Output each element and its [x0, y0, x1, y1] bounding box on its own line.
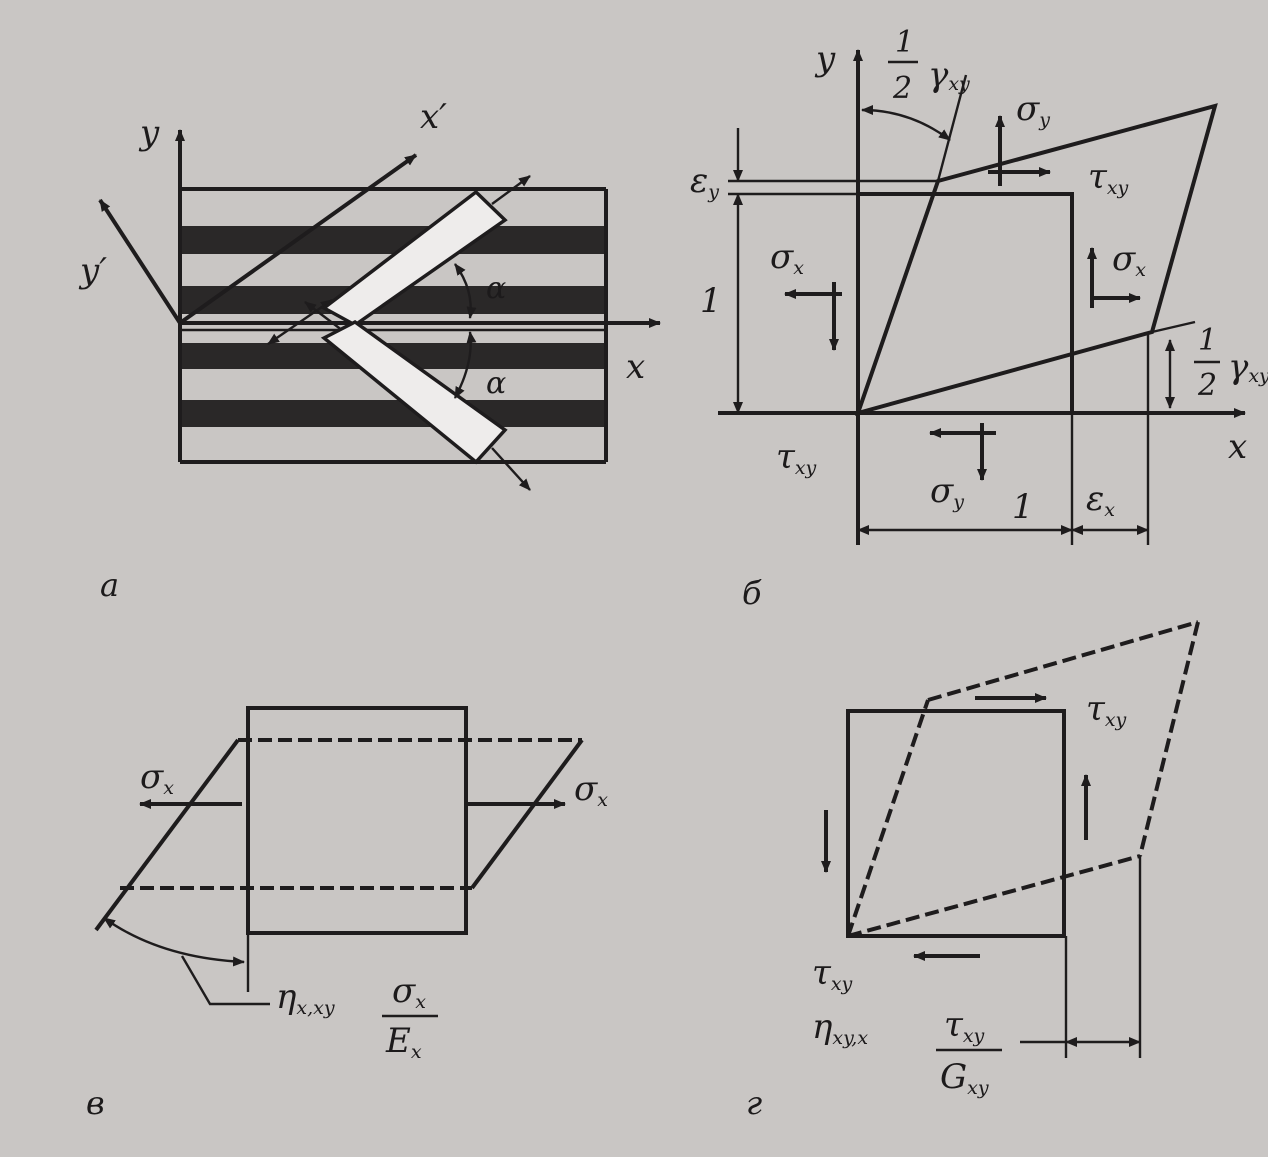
fiber-band	[180, 226, 606, 254]
deformed-element	[854, 103, 1218, 416]
deformed-edge	[927, 620, 1199, 702]
deformed-edge	[470, 738, 584, 890]
label-x-prime: x′	[420, 97, 447, 137]
label-x: x	[1228, 427, 1247, 467]
tau-label-bottom: τxy	[776, 437, 817, 479]
gamma-label: γxy	[928, 55, 970, 95]
sigma-y-label-bottom: σy	[930, 471, 964, 513]
frac-numerator: σx	[392, 971, 426, 1013]
eta-label: ηx,xy	[276, 977, 335, 1019]
label-alpha-upper: α	[486, 271, 506, 306]
epsilon-y-label: εy	[690, 161, 719, 203]
axis-x-prime	[178, 153, 418, 325]
panel-d: τxy τxy ηxy,x τxy Gxy г	[746, 620, 1200, 1122]
caption-b: б	[742, 574, 762, 612]
fiber-direction-arrow	[267, 299, 333, 345]
inclined-strip	[320, 189, 508, 328]
strip-arrow	[491, 447, 531, 491]
panel-b: y x 1 2 γxy σy τxy εy σx σx 1 1 2 γxy τx…	[690, 25, 1268, 612]
angle-arc-lower	[453, 331, 477, 399]
caption-a: а	[100, 566, 119, 604]
frac-numerator: τxy	[944, 1005, 985, 1047]
eta-leader	[180, 955, 270, 1006]
sigma-x-label-right: σx	[1112, 239, 1146, 281]
panel-c: σx σx ηx,xy σx Ex в	[86, 706, 608, 1122]
axis-y-prime	[98, 198, 182, 325]
deformed-edge	[846, 699, 930, 937]
tau-label-top: τxy	[1086, 689, 1127, 731]
gamma-frac-num: 1	[895, 25, 914, 60]
label-y: y	[814, 39, 836, 79]
label-x: x	[626, 347, 645, 387]
label-y-prime: y′	[78, 251, 107, 291]
unit-square	[846, 709, 1066, 938]
gamma-frac-den: 2	[892, 71, 912, 106]
gamma-arc-top	[861, 105, 951, 141]
label-y: y	[138, 113, 160, 153]
inclined-strip	[320, 319, 508, 465]
fiber-band	[180, 400, 606, 427]
frac-denominator: Ex	[385, 1021, 422, 1063]
gamma-half-den: 2	[1197, 368, 1217, 403]
unit-square	[856, 192, 1074, 415]
angle-arc-upper	[454, 263, 477, 319]
eta-label: ηxy,x	[812, 1007, 868, 1049]
eta-arc	[103, 917, 245, 967]
label-alpha-lower: α	[486, 366, 506, 401]
deformed-edge	[1138, 621, 1200, 857]
unit-horizontal-label: 1	[1012, 487, 1034, 527]
sigma-label-right: σx	[574, 769, 608, 811]
unit-vertical-label: 1	[700, 281, 722, 321]
caption-c: в	[86, 1084, 105, 1122]
caption-d: г	[746, 1084, 762, 1122]
tau-label-top: τxy	[1088, 157, 1129, 199]
unit-square	[246, 706, 468, 935]
gamma-label-right: γxy	[1228, 347, 1268, 387]
gamma-ref-line	[936, 74, 968, 182]
deformed-edge	[94, 738, 240, 932]
deformed-edge	[847, 854, 1141, 938]
panel-a: y x′ y′ x α α а	[78, 97, 661, 604]
gamma-half-num: 1	[1198, 323, 1217, 358]
frac-denominator: Gxy	[940, 1057, 989, 1099]
sigma-y-label-top: σy	[1016, 89, 1050, 131]
gamma-ref-line	[1151, 320, 1196, 334]
strip-arrow	[491, 175, 531, 205]
sigma-x-label-left: σx	[770, 237, 804, 279]
sigma-label-left: σx	[140, 757, 174, 799]
epsilon-x-label: εx	[1086, 479, 1115, 521]
tau-label-bottom: τxy	[812, 953, 853, 995]
